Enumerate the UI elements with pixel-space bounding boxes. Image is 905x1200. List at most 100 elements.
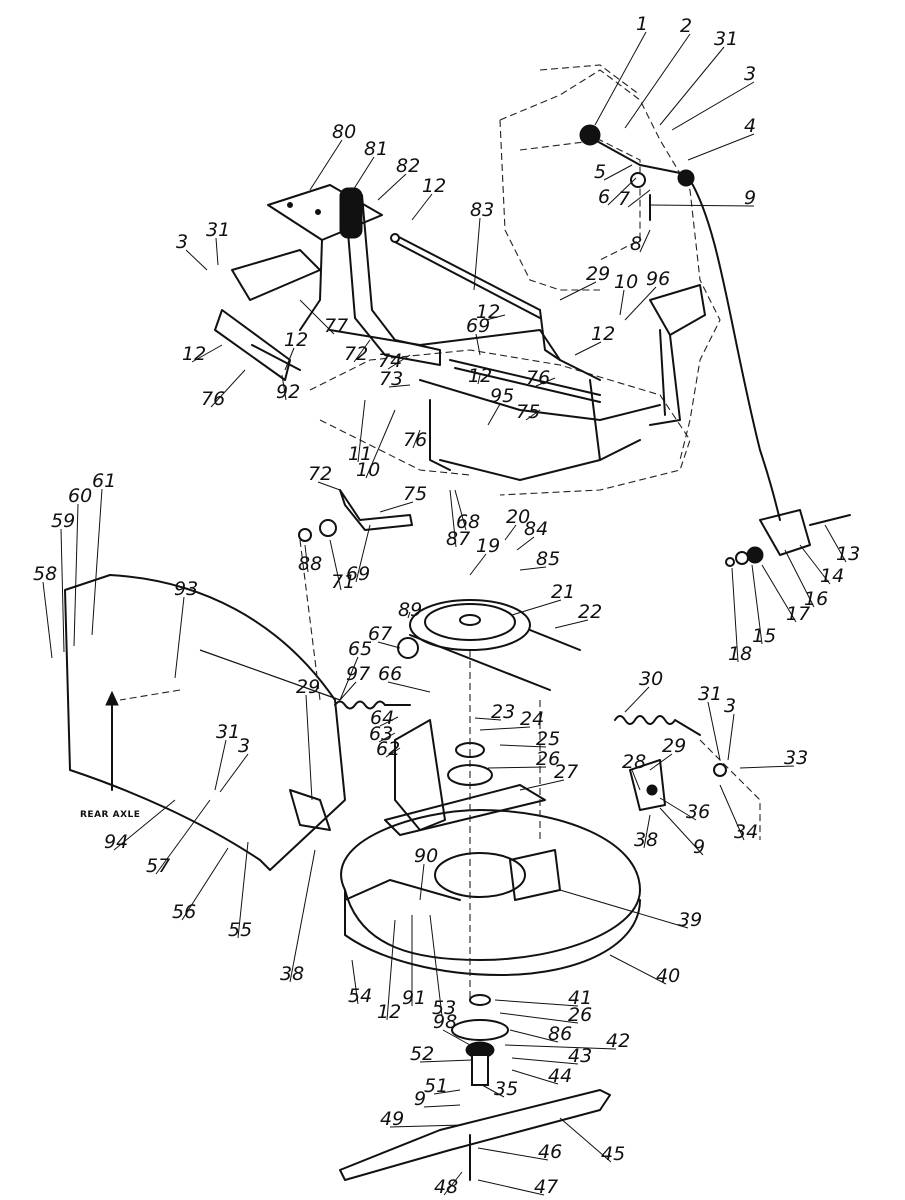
part-number-label: 9: [414, 1088, 426, 1110]
callout-leader: [719, 784, 745, 841]
callout-leader: [309, 139, 343, 191]
part-number-label: 10: [614, 271, 638, 293]
part-number-label: 72: [344, 343, 368, 365]
callout-leader: [649, 204, 755, 207]
belt-guard: [64, 574, 346, 871]
part-number-label: 69: [466, 315, 490, 337]
callout-leader: [386, 919, 396, 1021]
callout-leader: [469, 553, 487, 576]
part-number-label: 17: [786, 603, 810, 625]
callout-leader: [284, 347, 295, 371]
part-number-label: 90: [414, 845, 438, 867]
callout-leader: [214, 739, 227, 791]
callout-leader: [731, 567, 739, 663]
callout-leader: [385, 747, 401, 758]
callout-leader: [554, 619, 589, 629]
part-number-label: 12: [422, 175, 446, 197]
part-number-label: 28: [622, 751, 646, 773]
link-arms: [214, 309, 413, 542]
part-number-label: 9: [744, 187, 756, 209]
callout-leader: [429, 914, 443, 1017]
callout-leader: [379, 716, 399, 727]
part-number-label: 6: [598, 186, 610, 208]
part-number-label: 65: [348, 638, 372, 660]
part-number-label: 49: [380, 1108, 404, 1130]
part-number-label: 12: [468, 365, 492, 387]
callout-leader: [707, 701, 721, 761]
part-number-label: 68: [456, 511, 480, 533]
callout-leader: [191, 344, 223, 363]
part-number-label: 31: [698, 683, 722, 705]
part-number-label: 84: [524, 518, 548, 540]
part-number-label: 46: [538, 1141, 562, 1163]
control-cable: [689, 179, 781, 521]
callout-leader: [519, 779, 565, 791]
brake-pedal: [649, 284, 706, 426]
part-number-label: 33: [784, 747, 808, 769]
callout-leader: [442, 1029, 471, 1046]
part-number-label: 42: [606, 1030, 630, 1052]
callout-leader: [210, 369, 246, 408]
part-number-label: 12: [476, 301, 500, 323]
callout-leader: [624, 686, 650, 713]
callout-leader: [603, 164, 633, 181]
part-number-label: 12: [182, 343, 206, 365]
callout-leader: [473, 217, 481, 291]
part-number-label: 29: [296, 676, 320, 698]
callout-leader: [624, 33, 691, 129]
part-number-label: 66: [378, 663, 402, 685]
callout-leader: [423, 1104, 461, 1108]
part-number-label: 75: [516, 401, 540, 423]
part-number-label: 29: [586, 263, 610, 285]
pedal-lever: [339, 187, 441, 366]
part-number-label: 41: [568, 987, 592, 1009]
part-number-label: 21: [551, 581, 575, 603]
callout-leader: [185, 249, 208, 271]
callout-leader: [649, 753, 673, 771]
part-number-label: 64: [370, 707, 394, 729]
tension-spring: [614, 715, 701, 736]
callout-leader: [357, 399, 366, 463]
idler-bracket: [725, 509, 851, 567]
callout-leader: [317, 481, 341, 491]
part-number-label: 34: [734, 821, 758, 843]
part-number-label: 3: [724, 695, 736, 717]
callout-leader: [42, 581, 53, 659]
callout-leader: [824, 524, 847, 563]
callout-leader: [377, 641, 401, 649]
callout-leader: [73, 503, 79, 647]
callout-leader: [433, 1089, 461, 1095]
callout-leader: [329, 539, 342, 591]
callout-leader: [477, 1147, 549, 1161]
part-number-label: 54: [348, 985, 372, 1007]
part-number-label: 60: [68, 485, 92, 507]
callout-leader: [627, 189, 651, 208]
callout-leader: [339, 656, 359, 701]
part-number-label: 24: [520, 708, 544, 730]
part-number-label: 45: [601, 1143, 625, 1165]
callout-leader: [511, 1057, 579, 1065]
main-frame: [329, 309, 661, 481]
callout-leader: [91, 488, 103, 636]
part-number-label: 13: [836, 543, 860, 565]
callout-leader: [305, 694, 313, 801]
part-number-label: 19: [476, 535, 500, 557]
part-number-label: 59: [51, 510, 75, 532]
part-number-label: 92: [276, 381, 300, 403]
rear-axle-arrow: REAR AXLE: [80, 690, 140, 820]
callout-leader: [525, 409, 541, 421]
part-number-label: 63: [369, 723, 393, 745]
callout-leader: [412, 429, 421, 449]
part-number-label: 3: [176, 231, 188, 253]
part-number-label: 58: [33, 563, 57, 585]
callout-leader: [659, 797, 697, 821]
part-number-label: 26: [536, 748, 560, 770]
callout-leader: [659, 807, 704, 856]
callout-leader: [607, 177, 637, 206]
callout-leader: [687, 133, 755, 161]
callout-leader: [449, 489, 457, 548]
callout-leader: [499, 1012, 579, 1024]
part-number-label: 4: [744, 115, 756, 137]
